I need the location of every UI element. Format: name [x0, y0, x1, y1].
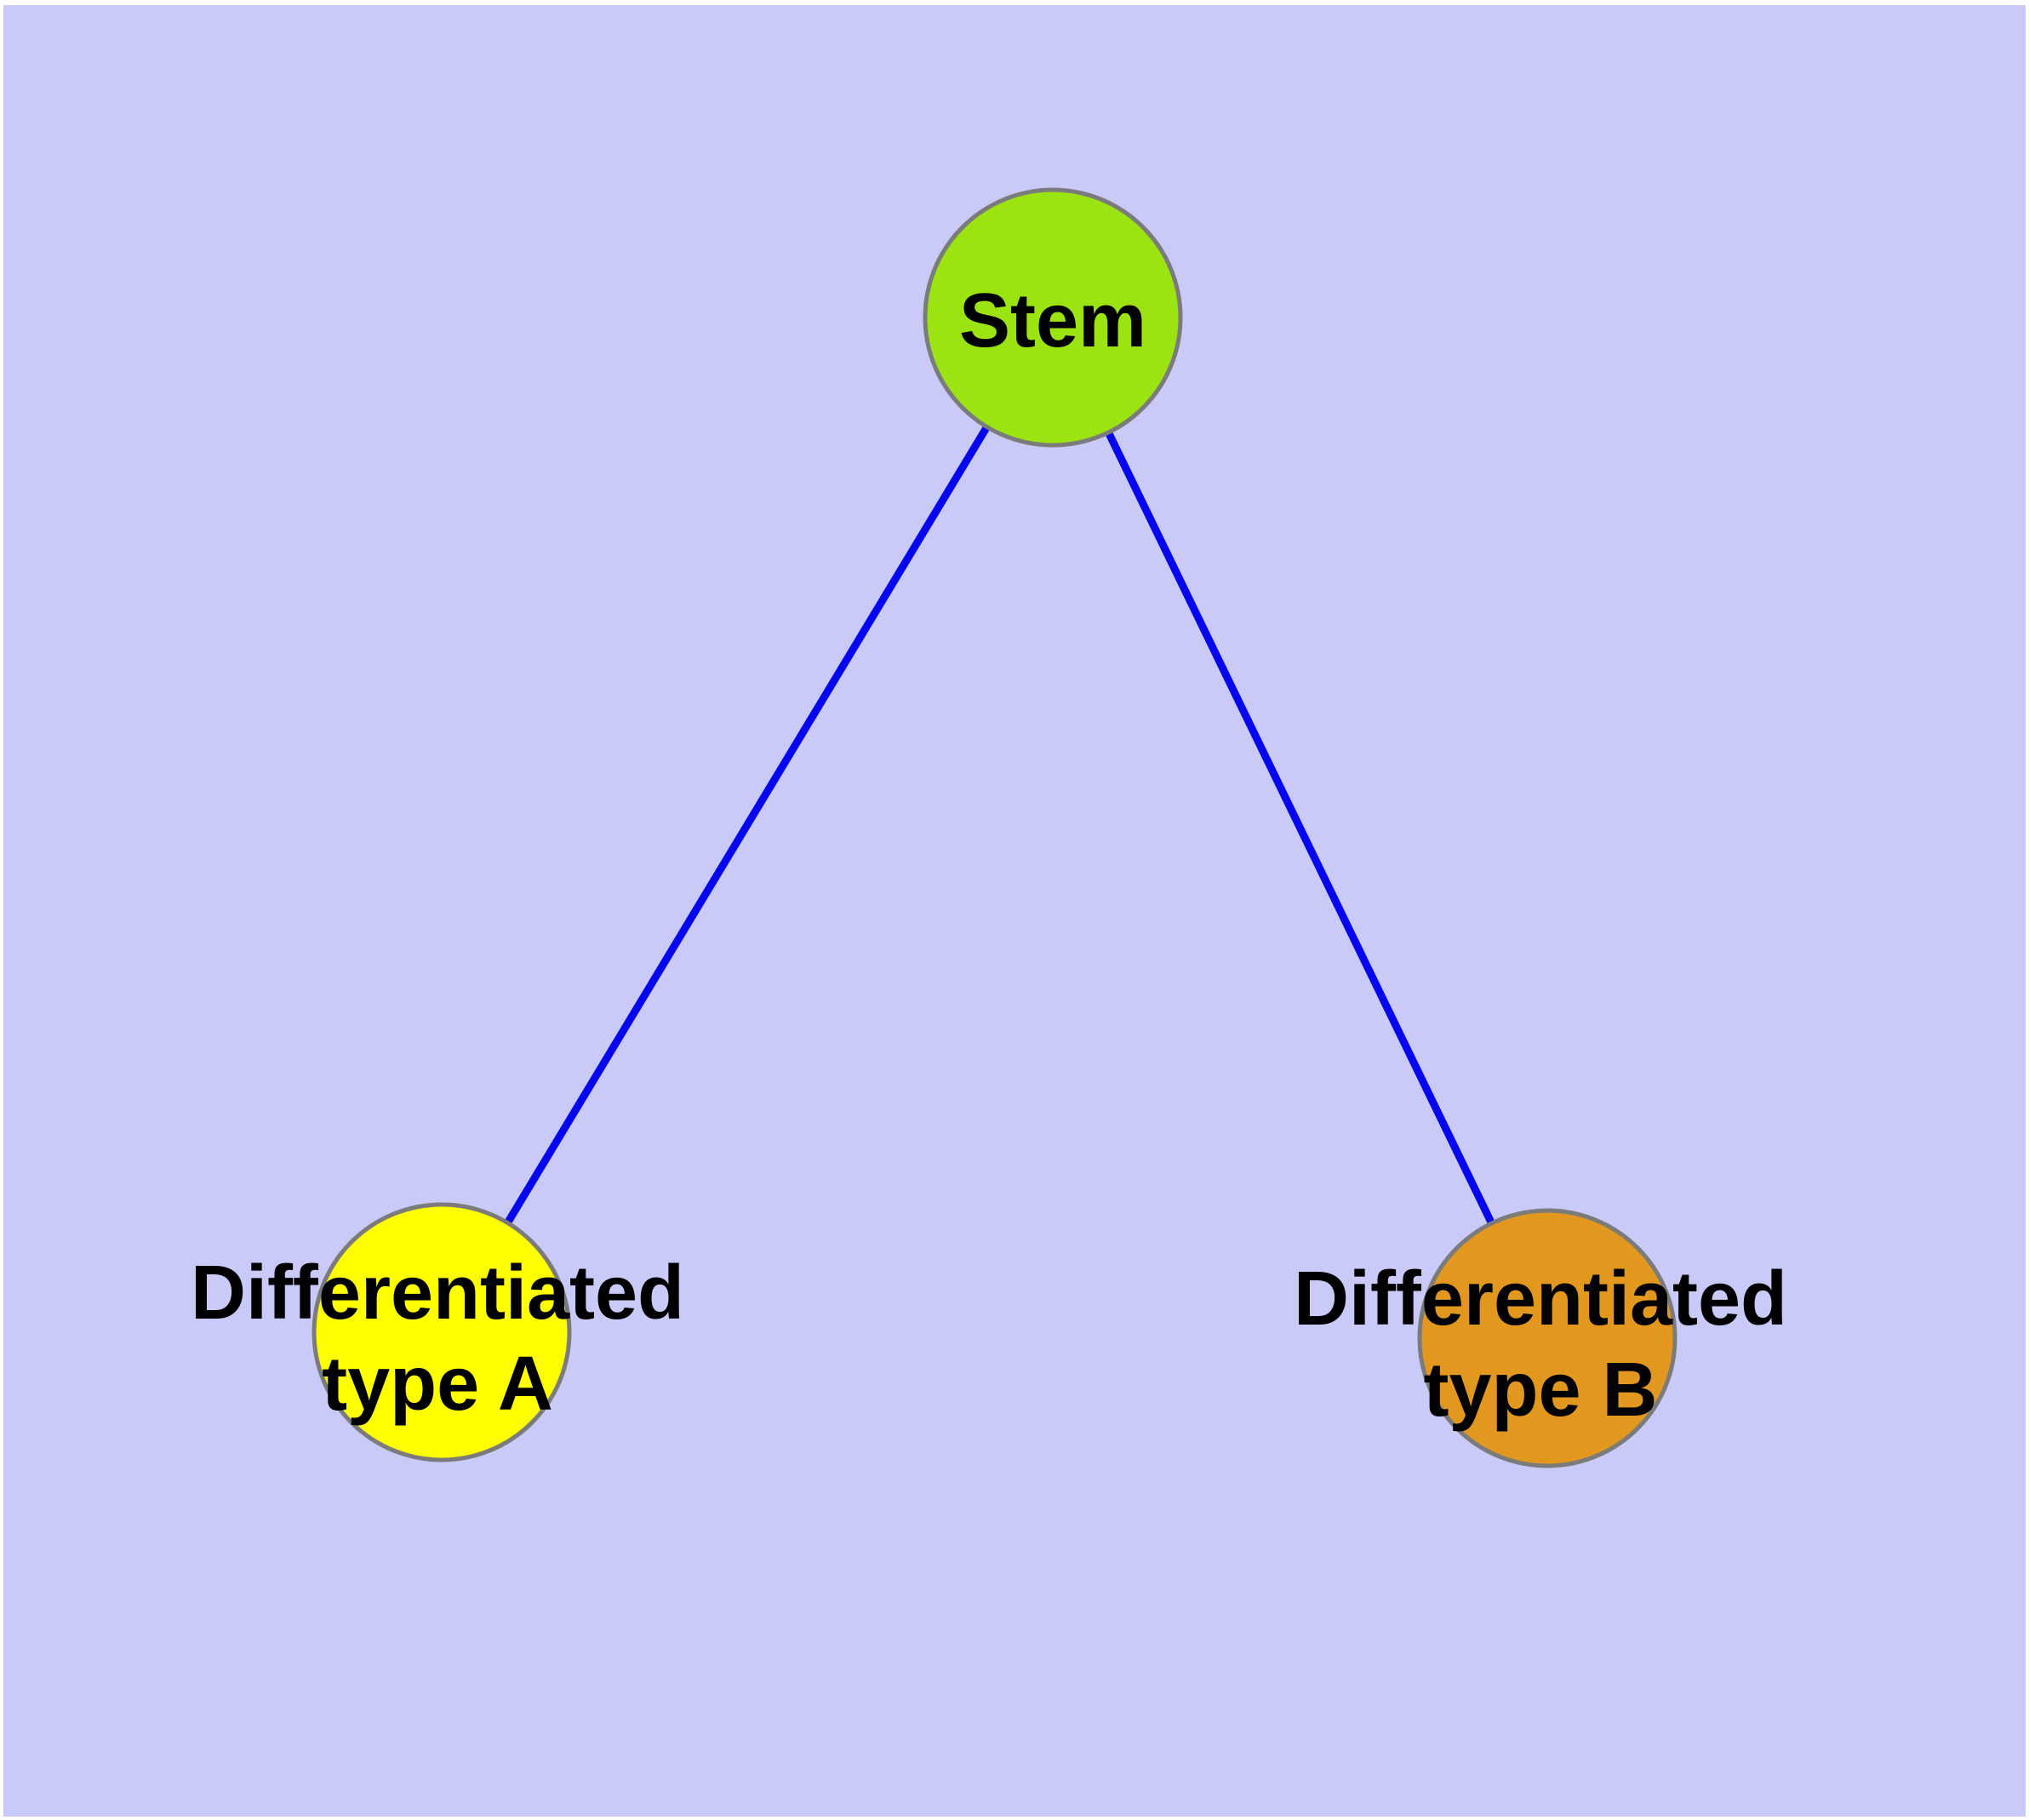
- edge-stem-to-type-b: [1049, 316, 1552, 1340]
- node-type-b-label-line2: type B: [1423, 1348, 1657, 1433]
- edge-stem-to-type-a: [438, 315, 1056, 1335]
- node-type-b-label-line1: Differentiated: [1294, 1256, 1787, 1342]
- node-stem-circle: [923, 187, 1183, 448]
- node-type-a-circle: [311, 1202, 572, 1462]
- node-type-a-label-line2: type A: [322, 1342, 553, 1427]
- node-type-a-label-line1: Differentiated: [191, 1251, 684, 1336]
- node-stem-label: Stem: [959, 278, 1146, 363]
- node-type-b-circle: [1417, 1208, 1677, 1468]
